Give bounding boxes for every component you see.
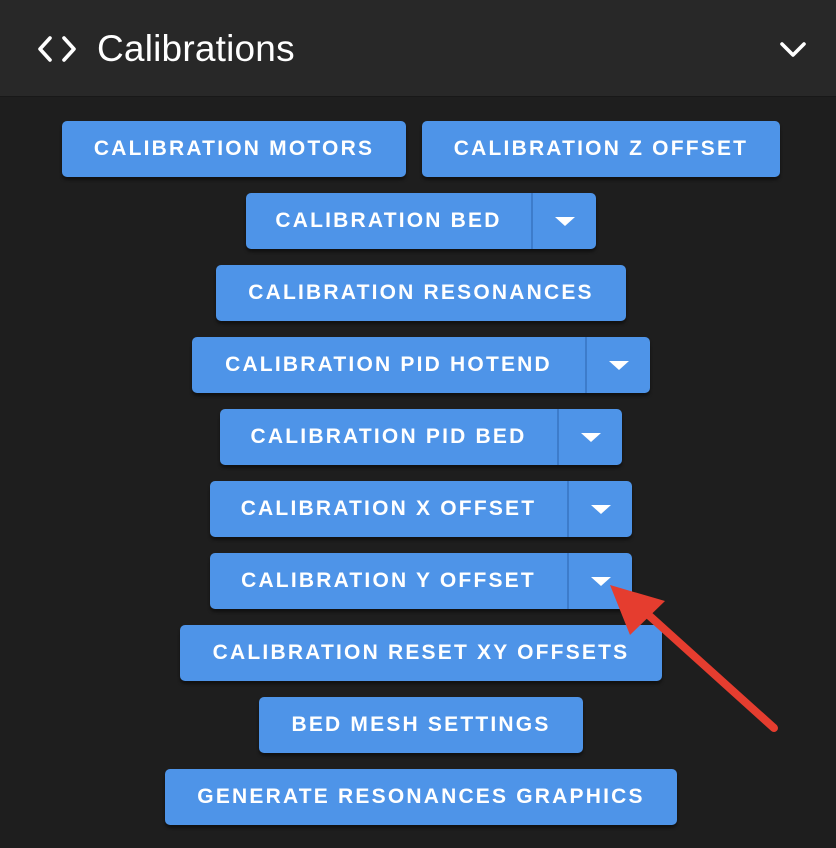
button-label: BED MESH SETTINGS <box>291 713 551 736</box>
button-label: CALIBRATION RESONANCES <box>248 281 594 304</box>
caret-down-icon <box>590 576 611 586</box>
button-label: CALIBRATION BED <box>275 209 502 232</box>
button-label: GENERATE RESONANCES GRAPHICS <box>197 785 645 808</box>
calibration-resonances-button[interactable]: CALIBRATION RESONANCES <box>216 265 626 321</box>
calibration-pid-bed-button[interactable]: CALIBRATION PID BED <box>220 409 557 465</box>
calibration-bed-split-button: CALIBRATION BED <box>246 193 596 249</box>
caret-down-icon <box>554 216 575 226</box>
calibration-pid-hotend-button[interactable]: CALIBRATION PID HOTEND <box>192 337 585 393</box>
button-label: CALIBRATION MOTORS <box>93 137 375 160</box>
calibration-pid-hotend-split-button: CALIBRATION PID HOTEND <box>192 337 650 393</box>
generate-resonances-graphics-button[interactable]: GENERATE RESONANCES GRAPHICS <box>165 769 677 825</box>
calibration-pid-bed-dropdown-toggle[interactable] <box>557 409 622 465</box>
calibration-pid-hotend-dropdown-toggle[interactable] <box>585 337 650 393</box>
calibration-x-offset-dropdown-toggle[interactable] <box>567 481 632 537</box>
calibration-bed-button[interactable]: CALIBRATION BED <box>246 193 531 249</box>
calibration-x-offset-button[interactable]: CALIBRATION X OFFSET <box>210 481 567 537</box>
calibration-motors-button[interactable]: CALIBRATION MOTORS <box>62 121 406 177</box>
calibration-y-offset-dropdown-toggle[interactable] <box>567 553 632 609</box>
calibration-z-offset-button[interactable]: CALIBRATION Z OFFSET <box>422 121 780 177</box>
caret-down-icon <box>590 504 611 514</box>
calibration-pid-bed-split-button: CALIBRATION PID BED <box>220 409 622 465</box>
calibration-y-offset-split-button: CALIBRATION Y OFFSET <box>210 553 632 609</box>
button-label: CALIBRATION RESET XY OFFSETS <box>212 641 630 664</box>
bed-mesh-settings-button[interactable]: BED MESH SETTINGS <box>259 697 583 753</box>
panel-title: Calibrations <box>97 28 295 69</box>
calibration-y-offset-button[interactable]: CALIBRATION Y OFFSET <box>210 553 567 609</box>
code-icon <box>38 36 76 62</box>
chevron-down-icon[interactable] <box>776 34 810 64</box>
calibration-reset-xy-offsets-button[interactable]: CALIBRATION RESET XY OFFSETS <box>180 625 662 681</box>
button-label: CALIBRATION Y OFFSET <box>241 569 536 592</box>
button-label: CALIBRATION PID HOTEND <box>225 353 552 376</box>
caret-down-icon <box>580 432 601 442</box>
button-label: CALIBRATION PID BED <box>250 425 527 448</box>
button-label: CALIBRATION X OFFSET <box>240 497 537 520</box>
calibration-bed-dropdown-toggle[interactable] <box>531 193 596 249</box>
calibration-x-offset-split-button: CALIBRATION X OFFSET <box>210 481 632 537</box>
button-label: CALIBRATION Z OFFSET <box>453 137 749 160</box>
caret-down-icon <box>608 360 629 370</box>
panel-header[interactable]: Calibrations <box>0 0 836 97</box>
